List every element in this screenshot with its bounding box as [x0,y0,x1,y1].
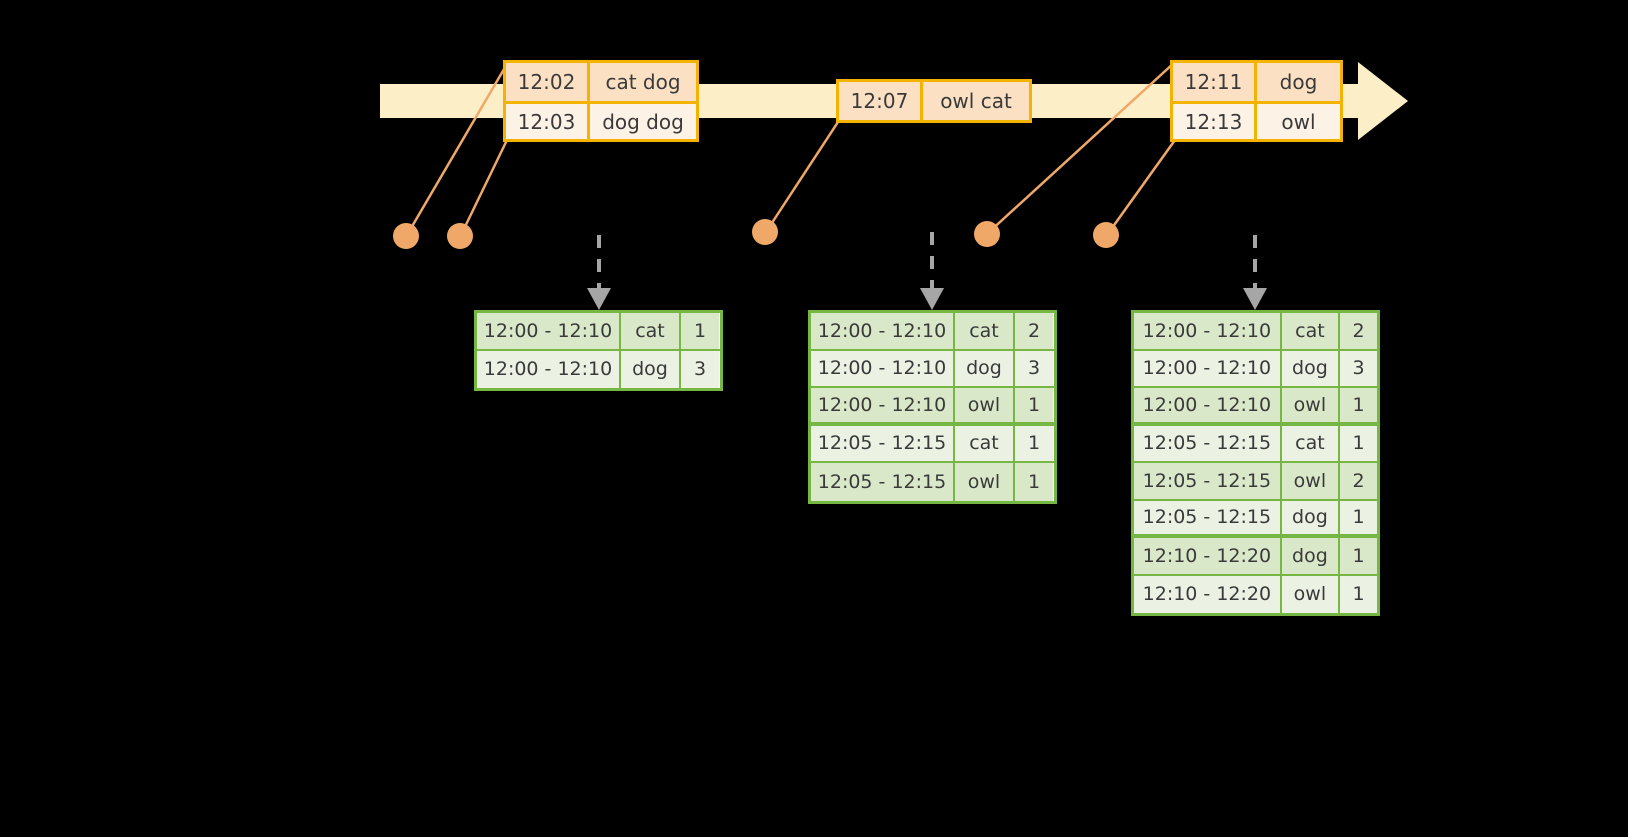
dot-12-02 [393,223,419,249]
event-row[interactable]: 12:02 cat dog [506,63,696,101]
event-value: owl cat [923,82,1029,120]
cell-key: owl [955,463,1015,501]
cell-key: owl [1281,575,1341,613]
cell-window: 12:05 - 12:15 [1134,463,1282,499]
cell-window: 12:00 - 12:10 [811,388,955,422]
event-group-1[interactable]: 12:02 cat dog 12:03 dog dog [503,60,699,142]
event-row[interactable]: 12:11 dog [1173,63,1340,101]
table-row[interactable]: 12:05 - 12:15 dog 1 [1134,500,1377,538]
result-table-1[interactable]: 12:00 - 12:10 cat 1 12:00 - 12:10 dog 3 [474,310,723,391]
event-group-2[interactable]: 12:07 owl cat [836,79,1032,123]
result-table-3[interactable]: 12:00 - 12:10 cat 2 12:00 - 12:10 dog 3 … [1131,310,1380,616]
cell-count: 1 [1015,388,1053,422]
cell-count: 3 [1015,350,1053,386]
event-value: dog [1257,63,1340,101]
cell-count: 2 [1340,313,1377,349]
cell-window: 12:05 - 12:15 [811,463,955,501]
cell-key: dog [1281,500,1341,534]
event-value: cat dog [590,63,696,101]
cell-window: 12:00 - 12:10 [477,313,621,349]
cell-window: 12:10 - 12:20 [1134,538,1282,574]
table-row[interactable]: 12:05 - 12:15 owl 1 [811,463,1054,501]
table-row[interactable]: 12:00 - 12:10 owl 1 [811,388,1054,426]
event-time: 12:02 [506,63,590,101]
cell-key: cat [955,313,1015,349]
cell-count: 1 [1015,425,1053,461]
dashed-arrow-2 [920,232,944,310]
table-row[interactable]: 12:10 - 12:20 dog 1 [1134,538,1377,576]
cell-key: dog [1281,350,1341,386]
cell-window: 12:05 - 12:15 [1134,500,1282,534]
cell-window: 12:00 - 12:10 [811,350,955,386]
cell-count: 3 [681,350,719,388]
table-row[interactable]: 12:00 - 12:10 cat 2 [811,313,1054,351]
table-row[interactable]: 12:00 - 12:10 dog 3 [477,350,720,388]
event-time: 12:11 [1173,63,1257,101]
cell-window: 12:00 - 12:10 [1134,388,1282,422]
cell-key: owl [1281,463,1341,499]
cell-count: 2 [1340,463,1377,499]
table-row[interactable]: 12:00 - 12:10 dog 3 [811,350,1054,388]
cell-count: 3 [1340,350,1377,386]
table-row[interactable]: 12:00 - 12:10 cat 2 [1134,313,1377,351]
event-value: owl [1257,104,1340,139]
cell-count: 1 [1340,500,1377,534]
table-row[interactable]: 12:00 - 12:10 cat 1 [477,313,720,351]
cell-window: 12:00 - 12:10 [811,313,955,349]
cell-count: 2 [1015,313,1053,349]
table-row[interactable]: 12:00 - 12:10 dog 3 [1134,350,1377,388]
table-row[interactable]: 12:05 - 12:15 cat 1 [811,425,1054,463]
cell-key: cat [1281,425,1341,461]
cell-key: dog [621,350,681,388]
dot-12-03 [447,223,473,249]
event-time: 12:07 [839,82,923,120]
dot-12-07 [752,219,778,245]
cell-window: 12:05 - 12:15 [1134,425,1282,461]
table-row[interactable]: 12:05 - 12:15 cat 1 [1134,425,1377,463]
result-table-2[interactable]: 12:00 - 12:10 cat 2 12:00 - 12:10 dog 3 … [808,310,1057,504]
cell-count: 1 [1340,425,1377,461]
event-row[interactable]: 12:03 dog dog [506,101,696,139]
table-row[interactable]: 12:05 - 12:15 owl 2 [1134,463,1377,501]
dashed-arrow-1 [587,235,611,310]
cell-key: owl [955,388,1015,422]
cell-key: cat [621,313,681,349]
table-row[interactable]: 12:00 - 12:10 owl 1 [1134,388,1377,426]
cell-count: 1 [1015,463,1053,501]
cell-count: 1 [1340,388,1377,422]
cell-window: 12:00 - 12:10 [1134,313,1282,349]
dot-12-13 [1093,222,1119,248]
event-row[interactable]: 12:13 owl [1173,101,1340,139]
event-dots [393,219,1119,249]
table-row[interactable]: 12:10 - 12:20 owl 1 [1134,575,1377,613]
event-time: 12:03 [506,104,590,139]
event-value: dog dog [590,104,696,139]
dashed-arrow-3 [1243,235,1267,310]
cell-key: cat [955,425,1015,461]
cell-key: owl [1281,388,1341,422]
cell-count: 1 [1340,575,1377,613]
cell-count: 1 [681,313,719,349]
event-group-3[interactable]: 12:11 dog 12:13 owl [1170,60,1343,142]
cell-window: 12:00 - 12:10 [477,350,621,388]
dot-12-11 [974,221,1000,247]
cell-key: dog [955,350,1015,386]
event-time: 12:13 [1173,104,1257,139]
event-row[interactable]: 12:07 owl cat [839,82,1029,120]
cell-key: cat [1281,313,1341,349]
cell-count: 1 [1340,538,1377,574]
cell-key: dog [1281,538,1341,574]
cell-window: 12:00 - 12:10 [1134,350,1282,386]
cell-window: 12:10 - 12:20 [1134,575,1282,613]
cell-window: 12:05 - 12:15 [811,425,955,461]
dashed-arrows [587,232,1267,310]
